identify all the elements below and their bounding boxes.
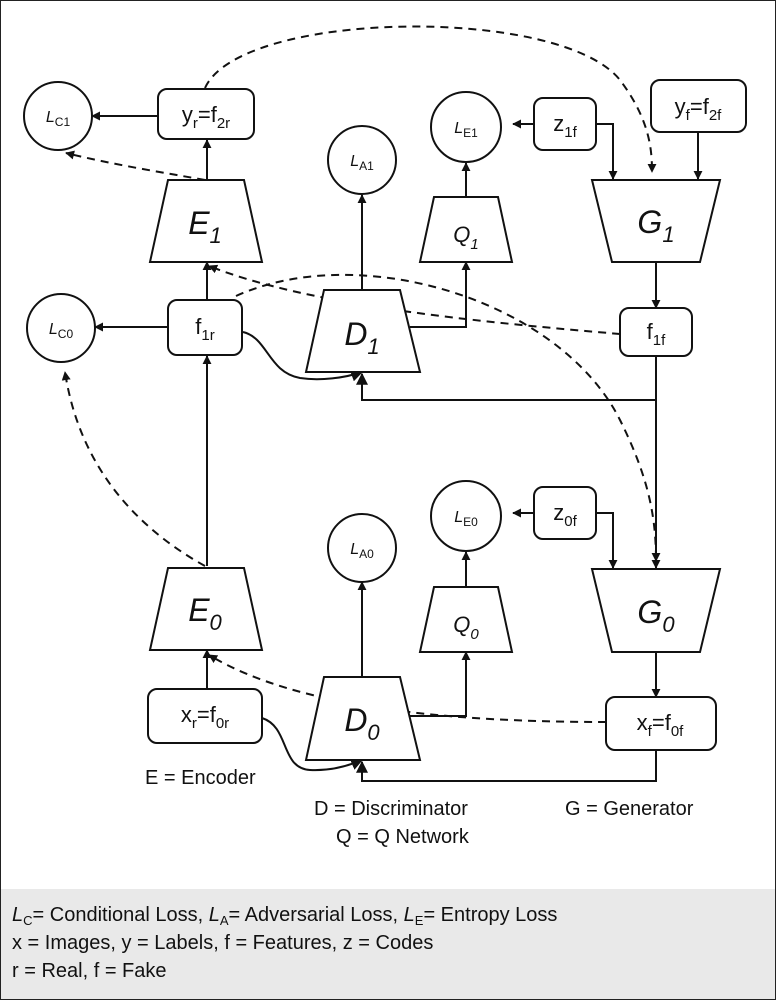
svg-text:yf=f2f: yf=f2f [675,94,722,124]
discriminator-key-label: D = Discriminator [314,798,468,820]
svg-text:D0: D0 [344,702,380,745]
edge-z1f-to-g1 [596,123,618,180]
encoder-e0-block: E0 [148,567,264,651]
discriminator-d0-block: D0 [304,676,422,761]
loss-circles: LC1 LA1 LE1 LC0 LA0 LE0 [23,81,502,583]
dashed-xf-to-e0 [208,654,607,723]
edge-f1f-to-d1 [356,356,657,401]
svg-text:f1r: f1r [195,314,214,344]
yf-box: yf=f2f [650,79,747,133]
dashed-f1f-to-e1 [208,264,621,335]
edge-d1-to-q1 [410,261,471,328]
qnetwork-q0-block: Q0 [418,586,514,653]
legend-panel [1,889,775,999]
svg-text:LA0: LA0 [350,541,374,561]
svg-text:Q1: Q1 [453,222,478,253]
dashed-e0-to-lc0 [61,371,206,567]
discriminator-d1-block: D1 [304,289,422,373]
svg-text:LE0: LE0 [454,509,478,529]
svg-text:LC1: LC1 [46,109,71,129]
dashed-yr-to-g1 [204,25,657,173]
qnetwork-key-label: Q = Q Network [336,826,470,848]
qnetwork-q1-block: Q1 [418,196,514,263]
svg-text:f1f: f1f [647,319,666,349]
loss-a0-node: LA0 [327,513,397,583]
svg-text:E1: E1 [188,205,222,248]
svg-text:G0: G0 [637,594,675,637]
encoder-e1-block: E1 [148,179,264,263]
generator-g1-block: G1 [590,179,722,263]
edge-z0f-to-g0 [596,512,618,569]
generator-g0-block: G0 [590,568,722,653]
legend-line-variables: x = Images, y = Labels, f = Features, z … [12,932,434,954]
loss-c1-node: LC1 [23,81,93,151]
loss-e0-node: LE0 [430,480,502,552]
key-labels: E = Encoder D = Discriminator Q = Q Netw… [145,767,694,848]
xr-box: xr=f0r [147,688,263,744]
xf-box: xf=f0f [605,696,717,751]
dashed-connections [61,25,661,723]
f1r-box: f1r [167,299,243,356]
dashed-d1-to-g0 [235,273,661,562]
svg-text:z0f: z0f [553,500,577,530]
svg-text:z1f: z1f [553,111,577,141]
dashed-e1-to-lc1 [65,150,206,181]
svg-text:LA1: LA1 [350,153,374,173]
svg-text:G1: G1 [637,204,674,247]
generator-key-label: G = Generator [565,798,694,820]
svg-text:D1: D1 [344,316,379,359]
z0f-box: z0f [533,486,597,540]
variable-boxes: yr=f2r yf=f2f z1f z0f f1r f1f xr=f0r xf [147,79,747,751]
edge-xf-to-d0 [356,750,657,782]
loss-a1-node: LA1 [327,125,397,195]
loss-e1-node: LE1 [430,91,502,163]
svg-text:xr=f0r: xr=f0r [181,702,229,732]
yr-box: yr=f2r [157,88,255,140]
legend-line-losses: LC= Conditional Loss, LA= Adversarial Lo… [12,904,558,928]
svg-text:xf=f0f: xf=f0f [637,710,684,740]
loss-c0-node: LC0 [26,293,96,363]
svg-text:LE1: LE1 [454,120,478,140]
svg-text:LC0: LC0 [49,321,74,341]
encoder-key-label: E = Encoder [145,767,256,789]
edge-d0-to-q0 [410,651,471,717]
legend-line-real-fake: r = Real, f = Fake [12,960,167,982]
f1f-box: f1f [619,307,693,357]
svg-text:Q0: Q0 [453,612,479,643]
svg-text:E0: E0 [188,592,222,635]
z1f-box: z1f [533,97,597,151]
network-blocks: E1 E0 D1 D0 Q1 Q0 G1 G0 [148,179,722,761]
edge-f1r-to-d1 [242,331,364,382]
solid-connections [91,111,703,782]
edge-xr-to-d0 [261,717,364,772]
svg-text:yr=f2r: yr=f2r [182,102,230,132]
